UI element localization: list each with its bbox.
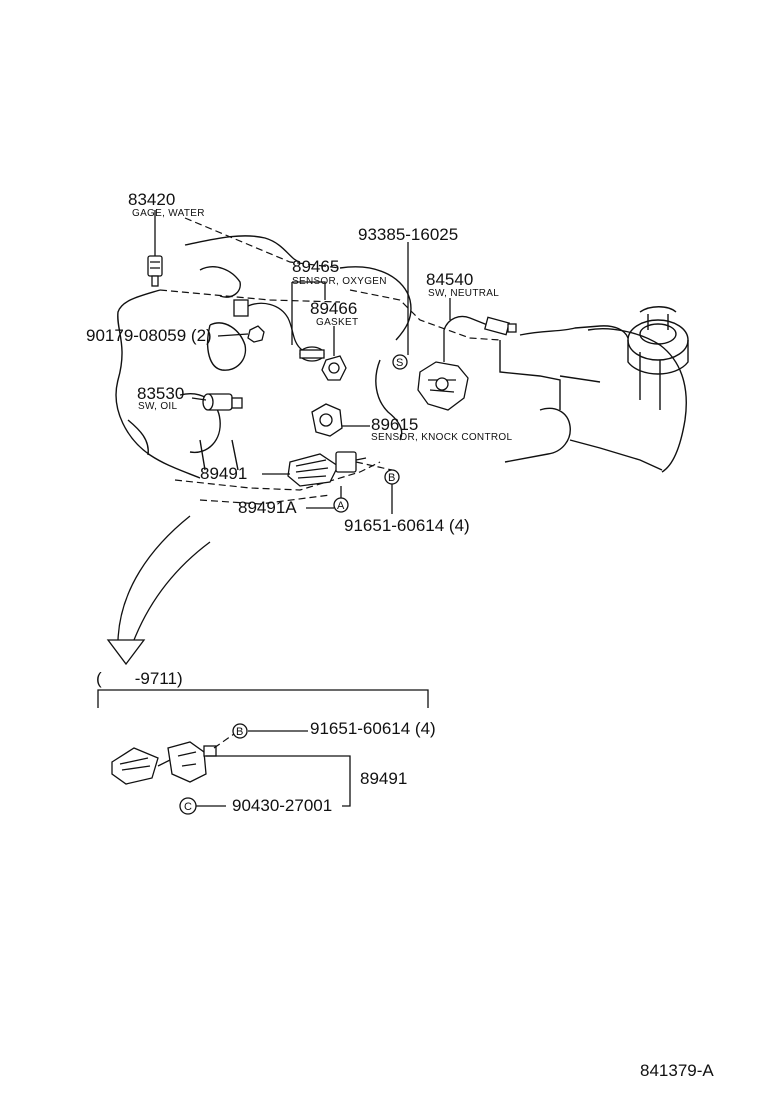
leader-89465 bbox=[291, 281, 326, 345]
callout-b: B bbox=[384, 469, 400, 485]
svg-text:C: C bbox=[184, 801, 192, 813]
oxygen-sensor-icon bbox=[233, 299, 325, 362]
oil-switch-icon bbox=[202, 393, 243, 411]
inset-panel: ( -9711) B 91651-60614 (4) 89491 C 90430… bbox=[96, 669, 436, 815]
part-number-93385: 93385-16025 bbox=[358, 225, 458, 244]
inset-leader-89491 bbox=[206, 755, 351, 807]
nut-icon bbox=[247, 325, 265, 343]
svg-text:B: B bbox=[388, 472, 395, 484]
part-desc-89465: SENSOR, OXYGEN bbox=[292, 276, 387, 287]
part-desc-89466: GASKET bbox=[316, 317, 358, 328]
part-number-89615: 89615 bbox=[371, 415, 418, 434]
svg-text:S: S bbox=[396, 357, 403, 369]
neutral-switch-icon bbox=[417, 315, 517, 411]
svg-text:B: B bbox=[236, 726, 243, 738]
part-number-89465: 89465 bbox=[292, 257, 339, 276]
part-desc-84540: SW, NEUTRAL bbox=[428, 288, 499, 299]
part-number-83420: 83420 bbox=[128, 190, 175, 209]
part-number-91651: 91651-60614 (4) bbox=[344, 516, 470, 535]
part-desc-83420: GAGE, WATER bbox=[132, 208, 205, 219]
part-desc-89615: SENSOR, KNOCK CONTROL bbox=[371, 432, 512, 443]
part-number-89491A: 89491A bbox=[238, 498, 297, 517]
callout-a: A bbox=[333, 497, 349, 513]
leader-90179 bbox=[217, 333, 249, 337]
part-number-84540: 84540 bbox=[426, 270, 473, 289]
inset-part-number-90430: 90430-27001 bbox=[232, 796, 332, 815]
part-number-90179: 90179-08059 (2) bbox=[86, 326, 212, 345]
callout-s: S bbox=[392, 354, 408, 370]
inset-part-number-91651: 91651-60614 (4) bbox=[310, 719, 436, 738]
inset-callout-c: C bbox=[179, 797, 197, 815]
arrow-to-inset-icon bbox=[106, 515, 211, 666]
water-gage-icon bbox=[147, 248, 163, 287]
part-number-89466: 89466 bbox=[310, 299, 357, 318]
leader-83530 bbox=[191, 397, 207, 401]
gasket-icon bbox=[321, 355, 347, 381]
part-desc-83530: SW, OIL bbox=[138, 401, 177, 412]
inset-dashed-lead-b bbox=[213, 733, 235, 749]
part-number-83530: 83530 bbox=[137, 384, 184, 403]
inset-bracket bbox=[97, 689, 429, 708]
part-number-89491: 89491 bbox=[200, 464, 247, 483]
computer-assembly-icon bbox=[287, 451, 367, 487]
svg-text:A: A bbox=[337, 500, 345, 512]
figure-number: 841379-A bbox=[640, 1061, 714, 1080]
inset-callout-b: B bbox=[232, 723, 248, 739]
inset-computer-icon bbox=[111, 741, 217, 785]
knock-sensor-icon bbox=[311, 403, 343, 437]
dashed-lead-b bbox=[355, 461, 393, 471]
inset-part-number-89491: 89491 bbox=[360, 769, 407, 788]
engine-outline bbox=[115, 217, 689, 505]
inset-date-range: ( -9711) bbox=[96, 669, 183, 688]
